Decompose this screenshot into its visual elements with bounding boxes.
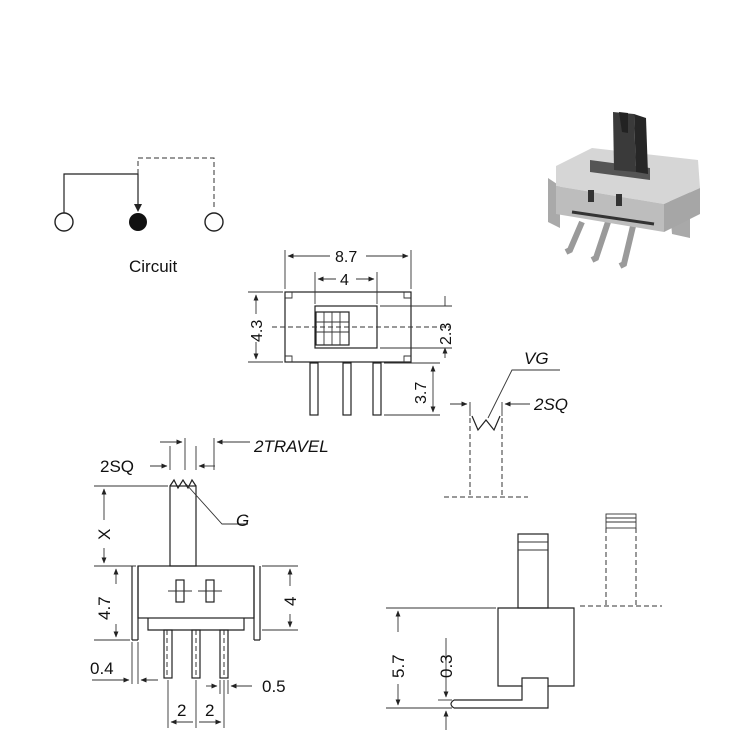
- travel-label: 2TRAVEL: [253, 437, 329, 456]
- dim-pitch-1: 2: [177, 701, 186, 720]
- dim-x: X: [95, 529, 114, 540]
- dim-side-height: 4: [281, 597, 300, 606]
- dim-pitch-2: 2: [205, 701, 214, 720]
- circuit-label: Circuit: [129, 257, 177, 276]
- dim-body-height-front: 4.7: [95, 596, 114, 620]
- dim-pin-length: 3.7: [413, 382, 430, 404]
- front-view: 2SQ 2TRAVEL G X 4.7 4 0.4 0.5 2 2: [90, 437, 329, 728]
- dim-overall-width: 8.7: [335, 249, 357, 266]
- top-view: 8.7 4 4.3 2.3 3.7: [248, 249, 455, 416]
- vg-label: VG: [524, 349, 549, 368]
- dim-body-height: 4.3: [249, 320, 266, 342]
- side-view: 5.7 0.3: [386, 513, 662, 730]
- g-label: G: [236, 511, 249, 530]
- circuit-symbol: Circuit: [54, 157, 224, 276]
- pin-detail: VG 2SQ: [444, 349, 568, 498]
- dim-pin-thickness: 0.5: [262, 677, 286, 696]
- dim-pin-width: 0.4: [90, 659, 114, 678]
- dim-side-height-total: 5.7: [389, 654, 408, 678]
- front-sq-label: 2SQ: [100, 457, 134, 476]
- dim-pin-thickness-side: 0.3: [437, 654, 456, 678]
- dim-slot-height: 2.3: [438, 323, 455, 345]
- dim-slot-width: 4: [340, 272, 349, 289]
- component-illustration: [548, 112, 700, 269]
- pin-sq-label: 2SQ: [533, 395, 568, 414]
